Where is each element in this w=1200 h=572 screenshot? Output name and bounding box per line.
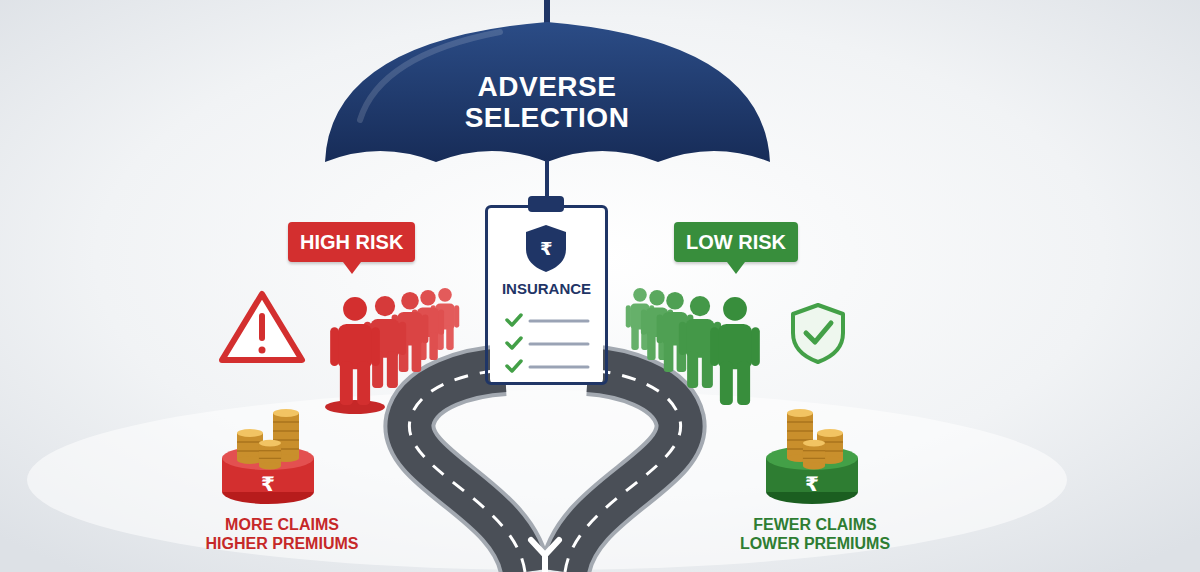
road — [565, 370, 681, 572]
coin-stand-green — [803, 440, 825, 470]
high-risk-people — [330, 297, 380, 405]
warning-icon — [259, 347, 266, 354]
high-risk-people — [325, 400, 385, 414]
coin-stand-red — [259, 440, 281, 470]
outcome-text: FEWER CLAIMS LOWER PREMIUMS — [730, 515, 900, 553]
umbrella — [545, 160, 549, 200]
node-text: LOW RISK — [686, 230, 786, 254]
insurance-clipboard: INSURANCE — [485, 205, 608, 385]
rupee-symbol: ₹ — [261, 472, 275, 496]
road — [409, 370, 680, 572]
warning-icon — [222, 294, 302, 360]
rupee-symbol: ₹ — [540, 238, 553, 260]
shield-icon — [793, 305, 843, 362]
shield-icon — [806, 323, 831, 342]
clipboard-body — [507, 315, 521, 371]
high-risk-people — [325, 288, 459, 414]
low-risk-people — [710, 297, 760, 405]
clipboard-body — [528, 196, 564, 212]
road — [565, 370, 681, 572]
risk-callout: HIGH RISK — [288, 222, 415, 262]
outcome-text: MORE CLAIMS HIGHER PREMIUMS — [197, 515, 367, 553]
rupee-symbol: ₹ — [805, 472, 819, 496]
clipboard-body — [530, 321, 588, 367]
warning-icon — [259, 313, 265, 341]
risk-callout: LOW RISK — [674, 222, 798, 262]
coin-stand-red — [222, 409, 314, 504]
road — [531, 540, 559, 572]
umbrella — [325, 22, 770, 162]
shield-icon — [793, 305, 843, 362]
node-text: INSURANCE — [488, 280, 605, 298]
umbrella-title: ADVERSE SELECTION — [432, 72, 662, 134]
road — [409, 370, 525, 572]
road — [565, 370, 681, 572]
umbrella — [325, 0, 770, 200]
node-text: HIGH RISK — [300, 230, 403, 254]
low-risk-people — [626, 288, 760, 405]
warning-icon — [222, 294, 302, 360]
coin-stand-green — [766, 409, 858, 504]
clipboard-body — [526, 225, 566, 272]
road — [409, 370, 525, 572]
road — [409, 370, 525, 572]
